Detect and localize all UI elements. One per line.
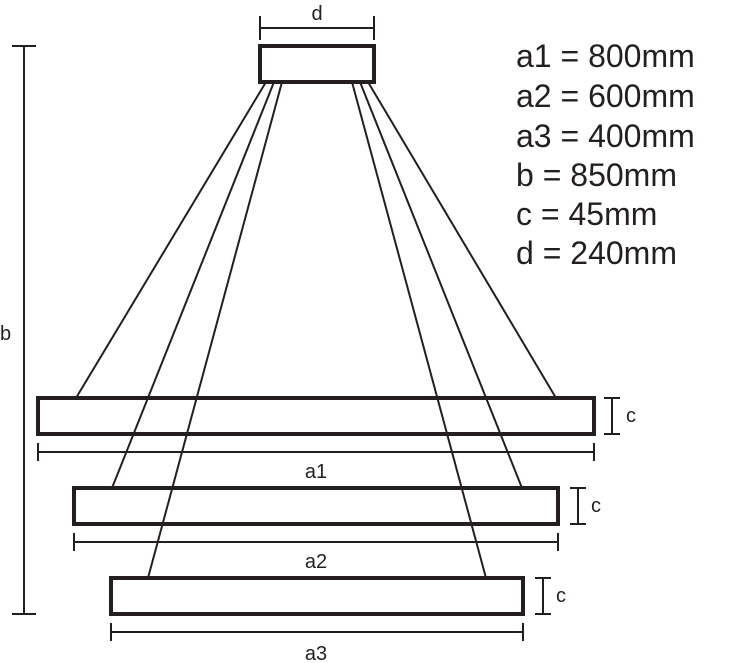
label-a3: a3 bbox=[305, 643, 327, 663]
spec-a2: a2 = 600mm bbox=[516, 78, 695, 114]
suspension-wires bbox=[75, 81, 557, 579]
ring-a3 bbox=[109, 576, 525, 616]
dimension-line-a3 bbox=[110, 623, 524, 641]
label-a1: a1 bbox=[305, 461, 327, 483]
spec-d: d = 240mm bbox=[516, 235, 677, 271]
dimension-line-c2 bbox=[570, 487, 586, 525]
wire-ring1-left bbox=[75, 81, 267, 399]
ceiling-canopy bbox=[258, 44, 376, 84]
spec-a3: a3 = 400mm bbox=[516, 118, 695, 154]
dimension-line-d bbox=[259, 16, 375, 40]
ring-a2 bbox=[72, 486, 560, 526]
dimension-line-a2 bbox=[73, 533, 559, 551]
label-c1: c bbox=[626, 405, 636, 427]
label-b: b bbox=[0, 323, 11, 345]
spec-b: b = 850mm bbox=[516, 157, 677, 193]
spec-list: a1 = 800mm a2 = 600mm a3 = 400mm b = 850… bbox=[516, 38, 695, 271]
dimension-line-a1 bbox=[37, 443, 595, 461]
dimension-line-c3 bbox=[535, 577, 551, 615]
dimension-line-c1 bbox=[604, 397, 620, 435]
label-a2: a2 bbox=[305, 551, 327, 573]
wire-ring3-right bbox=[351, 81, 487, 579]
ring-a1 bbox=[36, 396, 596, 436]
wire-ring2-right bbox=[359, 81, 523, 489]
label-c3: c bbox=[556, 585, 566, 607]
wire-ring1-right bbox=[367, 81, 557, 399]
dimension-line-b bbox=[12, 45, 36, 615]
wire-ring3-left bbox=[147, 81, 283, 579]
label-d: d bbox=[311, 3, 322, 25]
label-c2: c bbox=[591, 495, 601, 517]
spec-a1: a1 = 800mm bbox=[516, 38, 695, 74]
wire-ring2-left bbox=[111, 81, 275, 489]
spec-c: c = 45mm bbox=[516, 196, 657, 232]
